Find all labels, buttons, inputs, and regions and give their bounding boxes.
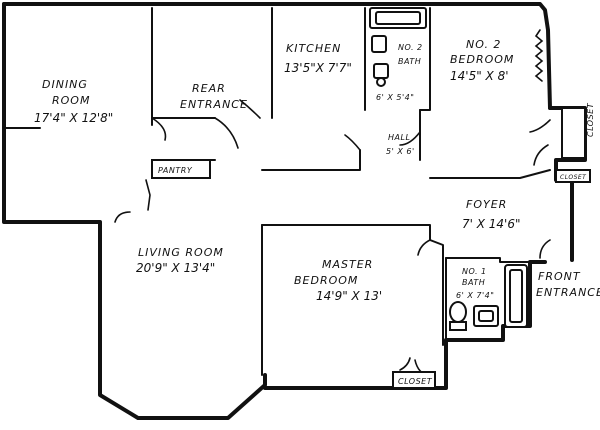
bath1-label-1: NO. 1 [462, 267, 487, 276]
dining-room-label-1: DINING [42, 78, 88, 91]
closet-bottom-label: CLOSET [398, 377, 433, 386]
fixtures [151, 7, 591, 389]
bath2-label-2: BATH [398, 57, 421, 66]
bath1-label-2: BATH [462, 278, 485, 287]
room-labels: DINING ROOM 17'4" X 12'8" REAR ENTRANCE … [34, 38, 600, 386]
bath2-label-1: NO. 2 [398, 43, 423, 52]
hall-dims: 5' X 6' [386, 147, 415, 156]
dining-room-dims: 17'4" X 12'8" [34, 111, 113, 125]
front-entrance-label-2: ENTRANCE [536, 286, 600, 299]
rear-entrance-label-1: REAR [192, 82, 226, 95]
pantry-label: PANTRY [158, 166, 193, 175]
rear-entrance-label-2: ENTRANCE [180, 98, 248, 111]
master-bedroom-label-1: MASTER [322, 258, 373, 271]
kitchen-label: KITCHEN [286, 42, 341, 55]
bedroom2-label-2: BEDROOM [450, 53, 514, 66]
living-room-label: LIVING ROOM [138, 246, 224, 259]
closet-small-label: CLOSET [560, 174, 587, 181]
kitchen-dims: 13'5"X 7'7" [284, 61, 352, 75]
foyer-dims: 7' X 14'6" [462, 217, 521, 231]
bedroom2-label-1: NO. 2 [466, 38, 501, 51]
interior-walls [3, 7, 551, 376]
master-bedroom-label-2: BEDROOM [294, 274, 358, 287]
bath1-dims: 6' X 7'4" [456, 291, 494, 300]
closet-right-label: CLOSET [586, 102, 595, 137]
door-swings [114, 99, 551, 377]
bath2-dims: 6' X 5'4" [376, 93, 414, 102]
living-room-dims: 20'9" X 13'4" [136, 261, 215, 275]
dining-room-label-2: ROOM [52, 94, 90, 107]
foyer-label: FOYER [466, 198, 507, 211]
master-bedroom-dims: 14'9" X 13' [316, 289, 382, 303]
bedroom2-dims: 14'5" X 8' [450, 69, 509, 83]
hall-label: HALL [388, 133, 410, 142]
front-entrance-label-1: FRONT [538, 270, 581, 283]
